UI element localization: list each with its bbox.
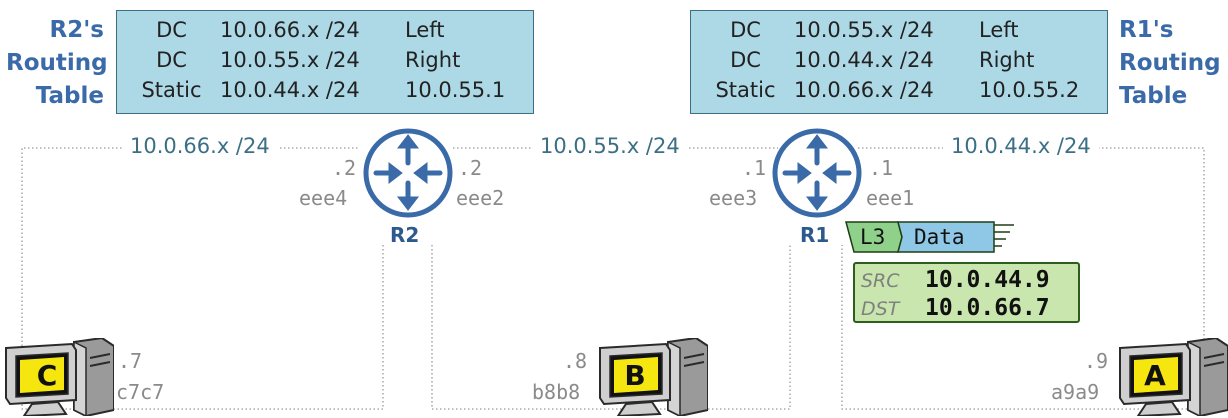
r2-routing-table: DC 10.0.66.x /24 Left DC 10.0.55.x /24 R… — [116, 10, 534, 114]
link-left-subnet — [21, 147, 384, 410]
dst-label: DST — [861, 298, 900, 320]
r1-title-line2: Routing — [1119, 50, 1221, 76]
host-a-letter: A — [1144, 359, 1166, 392]
dst-ip: 10.0.66.7 — [925, 295, 1050, 321]
r2-route-row: DC 10.0.66.x /24 Left — [123, 15, 505, 45]
l3-header-label: L3 — [860, 225, 886, 249]
dst-row: DST 10.0.66.7 — [861, 295, 1050, 321]
r2-right-mac: eee2 — [456, 186, 505, 210]
host-c-mac: c7c7 — [116, 380, 165, 404]
r2-routing-table-title: R2's Routing Table — [6, 14, 108, 113]
r2-left-mac: eee4 — [299, 186, 348, 210]
r2-route-row: DC 10.0.55.x /24 Right — [123, 45, 505, 75]
router-r2-icon[interactable] — [362, 127, 454, 219]
router-r1-icon[interactable] — [771, 127, 863, 219]
subnet-label-right: 10.0.44.x /24 — [943, 134, 1099, 158]
subnet-label-left: 10.0.66.x /24 — [122, 134, 278, 158]
r1-route-row: Static 10.0.66.x /24 10.0.55.2 — [697, 75, 1079, 105]
r1-route-row: DC 10.0.55.x /24 Left — [697, 15, 1079, 45]
route-next-hop: 10.0.55.2 — [979, 78, 1080, 102]
route-network: 10.0.44.x /24 — [794, 48, 934, 72]
link-middle-left-drop — [431, 245, 791, 410]
route-network: 10.0.44.x /24 — [220, 78, 360, 102]
route-interface: Left — [979, 18, 1019, 42]
r2-route-row: Static 10.0.44.x /24 10.0.55.1 — [123, 75, 505, 105]
r1-routing-table-title: R1's Routing Table — [1119, 14, 1221, 113]
host-c-letter: C — [36, 359, 58, 392]
route-next-hop: 10.0.55.1 — [405, 78, 506, 102]
r1-title-line3: Table — [1119, 83, 1188, 109]
r2-title-line3: Table — [35, 83, 104, 109]
r2-title-line1: R2's — [49, 17, 104, 43]
route-network: 10.0.66.x /24 — [794, 78, 934, 102]
r1-routing-table: DC 10.0.55.x /24 Left DC 10.0.44.x /24 R… — [690, 10, 1108, 114]
host-c-computer-icon[interactable] — [2, 338, 114, 416]
route-type: DC — [730, 18, 761, 42]
r2-right-ip: .2 — [458, 156, 483, 180]
host-b-mac: b8b8 — [532, 380, 581, 404]
r2-title-line2: Routing — [6, 50, 108, 76]
route-type: DC — [156, 48, 187, 72]
data-payload-shape — [897, 221, 995, 253]
r2-left-ip: .2 — [332, 156, 357, 180]
r1-right-ip: .1 — [869, 156, 894, 180]
host-c-ip: .7 — [118, 349, 143, 373]
subnet-label-middle: 10.0.55.x /24 — [532, 134, 688, 158]
route-network: 10.0.66.x /24 — [220, 18, 360, 42]
router-r1-label: R1 — [800, 223, 830, 247]
route-interface: Left — [405, 18, 445, 42]
route-type: Static — [141, 78, 202, 102]
route-network: 10.0.55.x /24 — [794, 18, 934, 42]
r1-title-line1: R1's — [1119, 17, 1174, 43]
l3-header-details: SRC 10.0.44.9 DST 10.0.66.7 — [853, 262, 1080, 323]
data-payload-label: Data — [914, 225, 965, 249]
route-type: Static — [715, 78, 776, 102]
host-a-mac: a9a9 — [1051, 380, 1100, 404]
r1-right-mac: eee1 — [866, 186, 915, 210]
src-row: SRC 10.0.44.9 — [861, 267, 1050, 293]
host-a-ip: .9 — [1084, 349, 1109, 373]
host-b-letter: B — [624, 359, 646, 392]
router-r2-label: R2 — [390, 223, 420, 247]
r1-left-ip: .1 — [742, 156, 767, 180]
route-interface: Right — [405, 48, 461, 72]
route-type: DC — [730, 48, 761, 72]
route-network: 10.0.55.x /24 — [220, 48, 360, 72]
packet-frame — [845, 221, 1014, 253]
host-b-ip: .8 — [563, 349, 588, 373]
host-a-computer-icon[interactable] — [1116, 338, 1228, 416]
r1-left-mac: eee3 — [709, 186, 758, 210]
host-b-computer-icon[interactable] — [596, 338, 708, 416]
src-ip: 10.0.44.9 — [925, 267, 1050, 293]
route-interface: Right — [979, 48, 1035, 72]
r1-route-row: DC 10.0.44.x /24 Right — [697, 45, 1079, 75]
route-type: DC — [156, 18, 187, 42]
src-label: SRC — [861, 270, 900, 292]
